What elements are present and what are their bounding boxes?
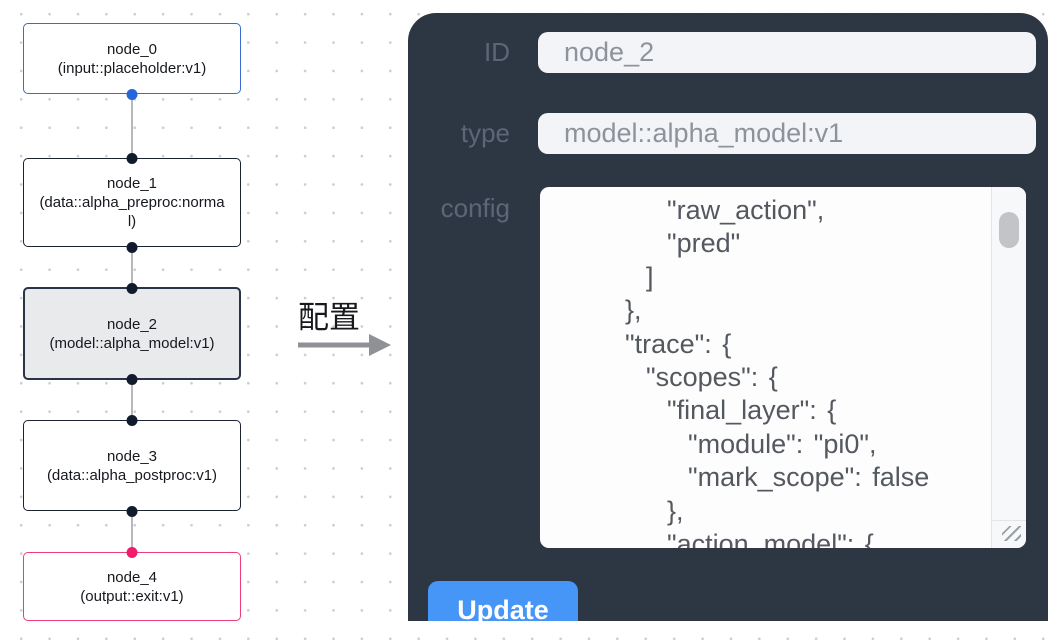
flow-node-node_2-selected[interactable]: node_2 (model::alpha_model:v1) — [23, 282, 241, 385]
node-title: node_0 — [106, 40, 158, 58]
target-handle[interactable] — [126, 152, 138, 164]
config-field-label: config — [440, 193, 510, 223]
flow-node-node_1[interactable]: node_1 (data::alpha_preproc:normal) — [23, 152, 241, 253]
edge-node3-node4 — [131, 511, 133, 552]
type-field-label: type — [460, 118, 510, 148]
flow-node-node_0[interactable]: node_0 (input::placeholder:v1) — [23, 23, 241, 100]
node-title: node_3 — [106, 447, 158, 465]
node-subtitle: (data::alpha_preproc:normal) — [39, 194, 225, 230]
node-subtitle: (input::placeholder:v1) — [57, 59, 207, 77]
flow-node-node_3[interactable]: node_3 (data::alpha_postproc:v1) — [23, 414, 241, 517]
config-textarea[interactable]: "raw_action", "pred" ] }, "trace": { "sc… — [540, 187, 1026, 548]
node-title: node_4 — [106, 568, 158, 586]
edge-node1-node2 — [131, 247, 133, 287]
source-handle[interactable] — [126, 241, 138, 253]
node-subtitle: (data::alpha_postproc:v1) — [46, 466, 218, 484]
node-title: node_1 — [106, 175, 158, 192]
target-handle[interactable] — [126, 282, 138, 294]
node-title: node_2 — [106, 315, 158, 333]
config-scrollbar-thumb[interactable] — [999, 212, 1019, 248]
node-subtitle: (model::alpha_model:v1) — [49, 334, 215, 352]
right-arrow-icon — [298, 334, 391, 356]
update-button[interactable]: Update — [428, 581, 578, 621]
flow-node-node_4[interactable]: node_4 (output::exit:v1) — [23, 546, 241, 621]
node-subtitle: (output::exit:v1) — [80, 587, 184, 605]
scrollbar-corner-divider — [992, 520, 1026, 521]
type-input[interactable] — [538, 113, 1036, 154]
edge-node0-node1 — [131, 94, 133, 158]
source-handle[interactable] — [126, 373, 138, 385]
textarea-resize-handle-icon[interactable] — [1002, 526, 1021, 541]
target-handle[interactable] — [126, 546, 138, 558]
configure-label: 配置 — [298, 300, 360, 335]
source-handle[interactable] — [126, 505, 138, 517]
config-json-text: "raw_action", "pred" ] }, "trace": { "sc… — [625, 195, 930, 548]
update-button-label: Update — [457, 594, 549, 622]
config-scrollbar-track[interactable] — [991, 187, 1026, 548]
id-input[interactable] — [538, 32, 1036, 73]
target-handle[interactable] — [126, 414, 138, 426]
source-handle[interactable] — [126, 88, 138, 100]
id-field-label: ID — [484, 37, 510, 67]
edge-node2-node3 — [131, 380, 133, 420]
node-config-panel: ID type config "raw_action", "pred" ] },… — [408, 13, 1048, 621]
